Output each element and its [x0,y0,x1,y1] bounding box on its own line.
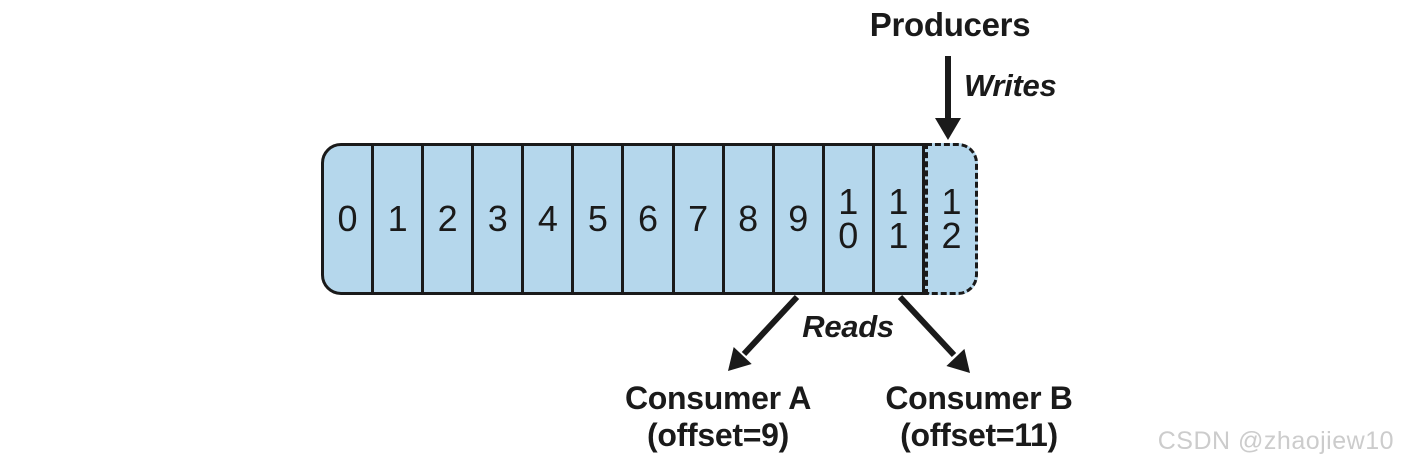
consumer-a-name: Consumer A [624,380,812,416]
consumer-a-read-arrow [728,294,800,371]
writes-label: Writes [964,68,1057,103]
consumer-a-offset: (offset=9) [647,417,789,454]
producers-label: Producers [869,6,1031,43]
partition-log: 0 1 2 3 4 5 6 7 8 9 1 0 1 1 1 2 [321,143,978,295]
log-cell-9: 9 [775,146,825,292]
log-cell-5: 5 [574,146,625,292]
log-cell-12-next-write: 1 2 [925,143,978,295]
log-cell-6: 6 [624,146,675,292]
log-cell-3: 3 [474,146,525,292]
consumer-b-label: Consumer B (offset=11) [885,380,1073,454]
log-cell-0: 0 [324,146,375,292]
log-cell-10: 1 0 [825,146,875,292]
log-cell-1: 1 [374,146,425,292]
log-cell-11: 1 1 [888,180,909,256]
consumer-b-name: Consumer B [885,380,1073,416]
log-cell-8: 8 [725,146,775,292]
partition-log-committed-segment: 0 1 2 3 4 5 6 7 8 9 1 0 1 1 [321,143,925,295]
consumer-b-read-arrow [897,294,970,373]
log-cell-7: 7 [675,146,725,292]
writes-arrow [935,56,961,140]
watermark-text: CSDN @zhaojiew10 [1157,427,1394,455]
reads-label: Reads [802,309,894,344]
consumer-b-offset: (offset=11) [900,417,1058,454]
consumer-a-label: Consumer A (offset=9) [625,380,811,454]
log-cell-2: 2 [424,146,475,292]
log-cell-4: 4 [524,146,575,292]
